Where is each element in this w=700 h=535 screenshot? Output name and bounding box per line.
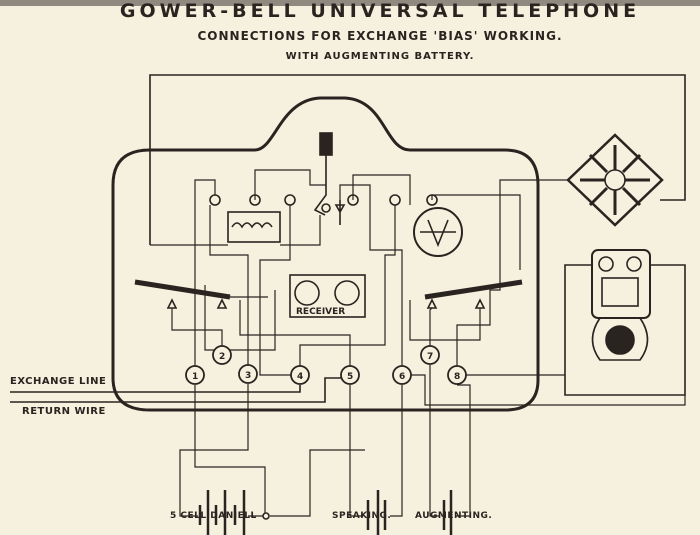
speaking-battery-label: SPEAKING. <box>332 511 392 521</box>
terminal-3: 3 <box>238 364 258 384</box>
battery-daniell <box>198 490 270 535</box>
battery-augmenting <box>442 490 453 535</box>
hook-switch <box>313 132 346 225</box>
terminal-2: 2 <box>212 345 232 365</box>
receiver: RECEIVER <box>289 274 366 318</box>
svg-text:6: 6 <box>399 372 405 382</box>
outer-wire <box>149 74 686 245</box>
terminal-6: 6 <box>392 365 412 385</box>
left-switch-lever <box>134 279 231 300</box>
instrument-casing <box>111 96 540 412</box>
diagram-title: GOWER-BELL UNIVERSAL TELEPHONE <box>119 0 641 22</box>
internal-wiring <box>150 169 568 376</box>
page-top-edge <box>0 0 700 6</box>
daniell-battery-label: 5 CELL DANIELL <box>170 511 257 521</box>
svg-text:3: 3 <box>245 371 251 381</box>
svg-text:8: 8 <box>454 372 460 382</box>
terminal-1: 1 <box>185 365 205 385</box>
diagram-subtitle: CONNECTIONS FOR EXCHANGE 'BIAS' WORKING. <box>197 29 563 43</box>
terminal-7: 7 <box>420 345 440 365</box>
lightning-protector <box>566 133 664 227</box>
terminal-5: 5 <box>340 365 360 385</box>
diagram-subtitle-2: WITH AUGMENTING BATTERY. <box>285 51 475 62</box>
battery-wiring <box>179 365 686 517</box>
exchange-line-label: EXCHANGE LINE <box>10 376 107 387</box>
return-wire-label: RETURN WIRE <box>22 406 106 417</box>
augmenting-battery-label: AUGMENTING. <box>415 511 493 521</box>
exchange-line-wire <box>10 385 301 393</box>
induction-coil <box>209 194 296 243</box>
ringer <box>347 194 463 257</box>
return-wire <box>10 377 343 403</box>
svg-text:7: 7 <box>427 352 433 362</box>
terminal-4: 4 <box>290 365 310 385</box>
svg-text:2: 2 <box>219 352 225 362</box>
svg-text:1: 1 <box>192 372 198 382</box>
svg-text:4: 4 <box>297 372 303 382</box>
terminal-8: 8 <box>447 365 467 385</box>
receiver-label: RECEIVER <box>296 307 345 317</box>
transmitter-device <box>564 249 686 396</box>
battery-speaking <box>366 490 387 535</box>
right-switch-lever <box>424 279 523 300</box>
svg-text:5: 5 <box>347 372 353 382</box>
